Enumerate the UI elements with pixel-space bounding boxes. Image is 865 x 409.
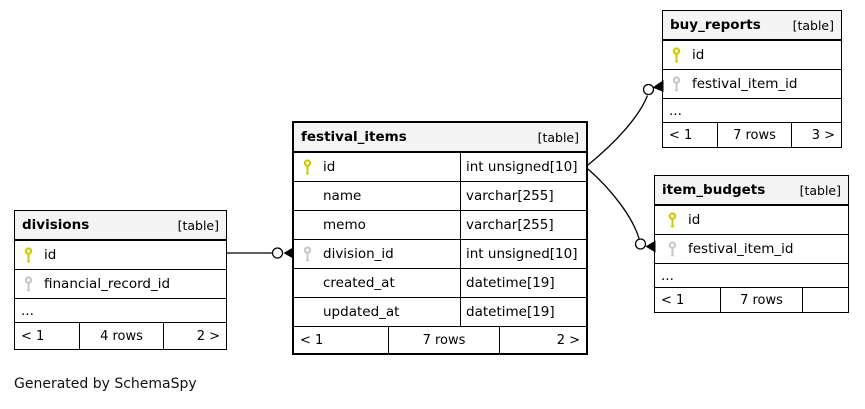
hidden-columns-row: ... (15, 299, 226, 323)
table-type-badge: [table] (799, 182, 841, 198)
column-name: id (688, 212, 701, 228)
pager-prev[interactable]: < 1 (661, 292, 685, 308)
pager-prev[interactable]: < 1 (669, 127, 693, 143)
column-name: festival_item_id (692, 76, 798, 92)
table-pager: < 1 7 rows (655, 288, 848, 312)
pager-row-count: 7 rows (717, 123, 792, 147)
table-title: divisions (22, 217, 90, 233)
table-title: item_budgets (662, 182, 766, 198)
table-divisions: divisions [table] id financial_record_id… (14, 210, 227, 350)
column-name: updated_at (323, 304, 400, 320)
table-festival-items-header[interactable]: festival_items [table] (294, 123, 586, 153)
column-name: division_id (323, 246, 394, 262)
pager-next[interactable]: 2 > (196, 328, 220, 344)
column-type: varchar[255] (460, 211, 586, 239)
table-type-badge: [table] (537, 129, 579, 145)
table-divisions-header[interactable]: divisions [table] (15, 211, 226, 241)
table-festival-items: festival_items [table] id int unsigned[1… (292, 121, 588, 355)
column-type: varchar[255] (460, 182, 586, 210)
table-pager: < 1 7 rows 3 > (663, 123, 841, 147)
foreign-key-icon (303, 246, 312, 262)
pager-prev[interactable]: < 1 (300, 332, 324, 348)
generator-credit: Generated by SchemaSpy (14, 376, 197, 392)
edge-festival-items-to-buy-reports (587, 80, 664, 166)
table-pager: < 1 7 rows 2 > (294, 327, 586, 353)
foreign-key-icon (672, 76, 681, 92)
column-row-festival-item-id[interactable]: festival_item_id (663, 70, 841, 99)
pager-next[interactable] (803, 288, 848, 312)
column-row-division-id[interactable]: division_id int unsigned[10] (294, 240, 586, 269)
column-type: datetime[19] (460, 269, 586, 297)
edge-divisions-to-festival-items (227, 247, 294, 259)
table-title: buy_reports (670, 17, 761, 33)
column-type: int unsigned[10] (460, 240, 586, 268)
table-type-badge: [table] (792, 17, 834, 33)
column-row-created-at[interactable]: created_at datetime[19] (294, 269, 586, 298)
column-row-name[interactable]: name varchar[255] (294, 182, 586, 211)
primary-key-icon (668, 212, 677, 228)
column-name: financial_record_id (44, 276, 171, 292)
hidden-columns-row: ... (663, 99, 841, 123)
column-row-festival-item-id[interactable]: festival_item_id (655, 235, 848, 264)
primary-key-icon (24, 247, 33, 263)
pager-row-count: 4 rows (79, 323, 164, 349)
column-name: created_at (323, 275, 395, 291)
column-name: id (692, 47, 705, 63)
column-name: id (323, 159, 336, 175)
column-type: int unsigned[10] (460, 153, 586, 181)
ellipsis-label: ... (661, 267, 674, 284)
column-name: name (323, 188, 362, 204)
column-name: memo (323, 217, 366, 233)
pager-next[interactable]: 2 > (556, 332, 580, 348)
table-item-budgets: item_budgets [table] id festival_item_id… (654, 175, 849, 313)
pager-row-count: 7 rows (388, 327, 500, 353)
column-type: datetime[19] (460, 298, 586, 326)
foreign-key-icon (668, 241, 677, 257)
edge-festival-items-to-item-budgets (587, 168, 656, 253)
table-title: festival_items (301, 129, 407, 145)
column-name: festival_item_id (688, 241, 794, 257)
table-buy-reports: buy_reports [table] id festival_item_id … (662, 10, 842, 148)
table-pager: < 1 4 rows 2 > (15, 323, 226, 349)
ellipsis-label: ... (21, 302, 34, 319)
column-row-id[interactable]: id int unsigned[10] (294, 153, 586, 182)
primary-key-icon (672, 47, 681, 63)
pager-row-count: 7 rows (720, 288, 803, 312)
table-item-budgets-header[interactable]: item_budgets [table] (655, 176, 848, 206)
column-row-id[interactable]: id (655, 206, 848, 235)
column-row-id[interactable]: id (15, 241, 226, 270)
column-row-financial-record-id[interactable]: financial_record_id (15, 270, 226, 299)
ellipsis-label: ... (669, 102, 682, 119)
primary-key-icon (303, 159, 312, 175)
table-buy-reports-header[interactable]: buy_reports [table] (663, 11, 841, 41)
foreign-key-icon (24, 276, 33, 292)
table-type-badge: [table] (177, 217, 219, 233)
column-name: id (44, 247, 57, 263)
pager-next[interactable]: 3 > (811, 127, 835, 143)
column-row-memo[interactable]: memo varchar[255] (294, 211, 586, 240)
column-row-updated-at[interactable]: updated_at datetime[19] (294, 298, 586, 327)
pager-prev[interactable]: < 1 (21, 328, 45, 344)
column-row-id[interactable]: id (663, 41, 841, 70)
hidden-columns-row: ... (655, 264, 848, 288)
